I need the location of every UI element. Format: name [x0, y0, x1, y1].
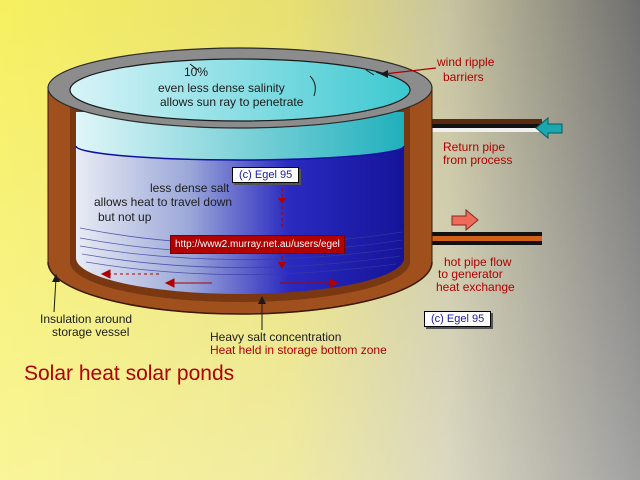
pointer-lines	[52, 274, 266, 330]
return-label-line1: Return pipe	[443, 140, 506, 154]
top-water-surface	[69, 58, 411, 122]
mid-text-line3: but not up	[98, 210, 152, 224]
mid-text-line2: allows heat to travel down	[94, 195, 233, 209]
percent-label: 10%	[184, 65, 209, 79]
return-flow-arrow	[535, 116, 563, 140]
top-pointer	[309, 75, 316, 97]
hot-label-line2: to generator	[438, 267, 503, 281]
wind-arrow	[380, 67, 437, 78]
copyright-badge-b: (c) Egel 95	[424, 311, 492, 327]
return-pipe	[430, 119, 542, 132]
storage-zone-label: Heat held in storage bottom zone	[210, 343, 387, 357]
wind-label-line2: barriers	[443, 70, 484, 84]
vessel-bottom-rim	[47, 261, 433, 315]
hot-label-line1: hot pipe flow	[444, 255, 512, 269]
return-label-line2: from process	[443, 153, 513, 167]
copyright-badge-a: (c) Egel 95	[232, 167, 300, 183]
hot-pipe	[430, 232, 542, 245]
insulation-label-line2: storage vessel	[52, 325, 130, 339]
url-link[interactable]: http://www2.murray.net.au/users/egel	[170, 235, 345, 254]
wind-label-line1: wind ripple	[437, 55, 495, 69]
heavy-salt-label: Heavy salt concentration	[210, 330, 342, 344]
layer-boundary-line	[75, 145, 405, 161]
top-text-line2: allows sun ray to penetrate	[160, 95, 304, 109]
hot-flow-arrow	[451, 208, 479, 232]
insulation-label-line1: Insulation around	[40, 312, 133, 326]
hot-label-line3: heat exchange	[436, 280, 515, 294]
mid-text-line1: less dense salt	[150, 181, 230, 195]
bottom-flow-arrows	[100, 269, 340, 288]
top-text-line1: even less dense salinity	[158, 81, 285, 95]
page-title: Solar heat solar ponds	[24, 362, 235, 385]
